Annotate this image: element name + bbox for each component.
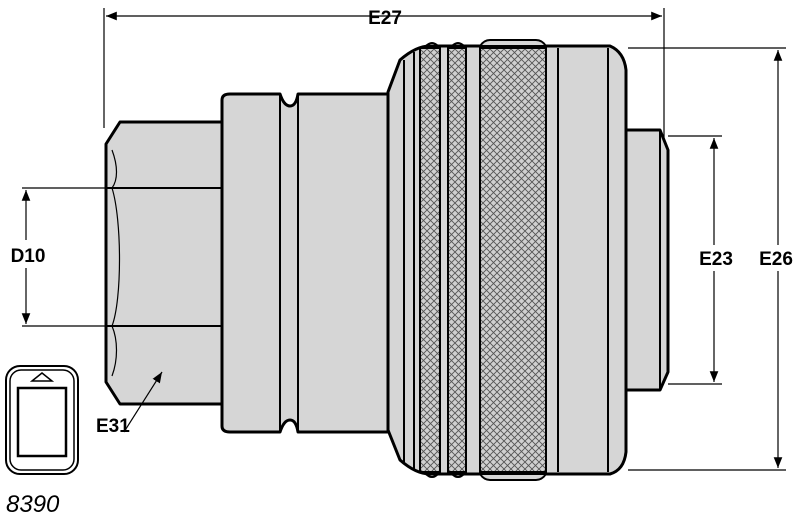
dim-label-e27: E27 (368, 8, 402, 29)
dim-label-d10: D10 (11, 246, 46, 267)
dimension-d10: D10 (4, 190, 52, 324)
coupling-body (220, 92, 392, 434)
dimension-e26: E26 (752, 49, 800, 468)
knurl-band-3 (479, 47, 547, 473)
knurled-sleeve (386, 39, 628, 481)
knurl-band-2 (447, 47, 467, 473)
extension-lines (22, 8, 786, 471)
dim-label-e23: E23 (699, 249, 733, 270)
dimension-e31: E31 (96, 371, 163, 437)
hex-nut-section (104, 120, 224, 406)
dimension-e27: E27 (106, 8, 662, 29)
product-code: 8390 (6, 491, 60, 518)
flat-face-coupling-symbol-icon (5, 365, 79, 475)
knurl-band-1 (419, 47, 441, 473)
dimension-e23: E23 (690, 138, 740, 382)
dim-label-e26: E26 (759, 249, 793, 270)
dim-label-e31: E31 (96, 416, 130, 437)
